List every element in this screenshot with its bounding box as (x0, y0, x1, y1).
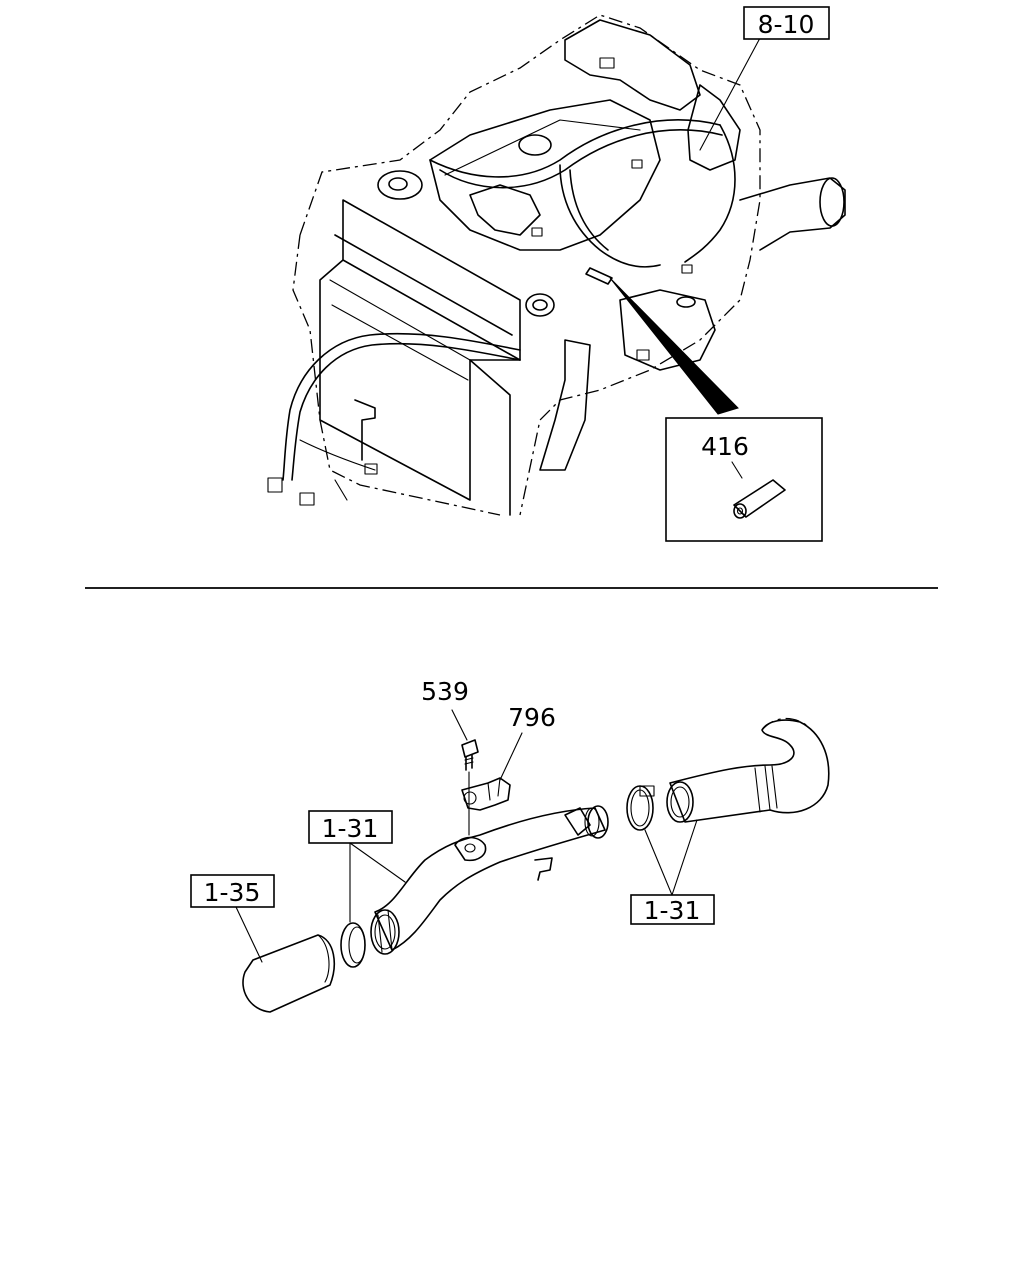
callout-1-35: 1-35 (190, 874, 275, 908)
spacer-sleeve-416 (733, 479, 786, 519)
leader-539 (451, 709, 468, 741)
detail-box-416: 416 (665, 417, 823, 542)
callout-1-31-left: 1-31 (308, 810, 393, 844)
detail-pointer (609, 277, 739, 415)
clip-796 (461, 777, 511, 811)
hose-clamp-right (626, 785, 655, 831)
hose-assembly-illustration (242, 717, 830, 1013)
callout-1-31-right-label: 1-31 (644, 896, 701, 925)
callout-8-10: 8-10 (743, 6, 830, 40)
callout-8-10-label: 8-10 (758, 10, 815, 39)
leader-1-35 (235, 906, 263, 963)
part-796-label: 796 (508, 703, 556, 732)
part-539-label: 539 (421, 677, 469, 706)
leader-796 (499, 732, 523, 781)
leader-1-31-right (644, 819, 698, 896)
callout-1-31-right: 1-31 (630, 894, 715, 925)
callout-1-35-label: 1-35 (204, 878, 261, 907)
leader-8-10 (699, 37, 761, 151)
hose-right (666, 717, 830, 823)
leader-1-31-left (349, 842, 406, 923)
engine-assembly-illustration (267, 14, 846, 516)
callout-1-31-left-label: 1-31 (322, 814, 379, 843)
bolt-539 (461, 739, 479, 771)
part-416-label: 416 (701, 432, 749, 461)
